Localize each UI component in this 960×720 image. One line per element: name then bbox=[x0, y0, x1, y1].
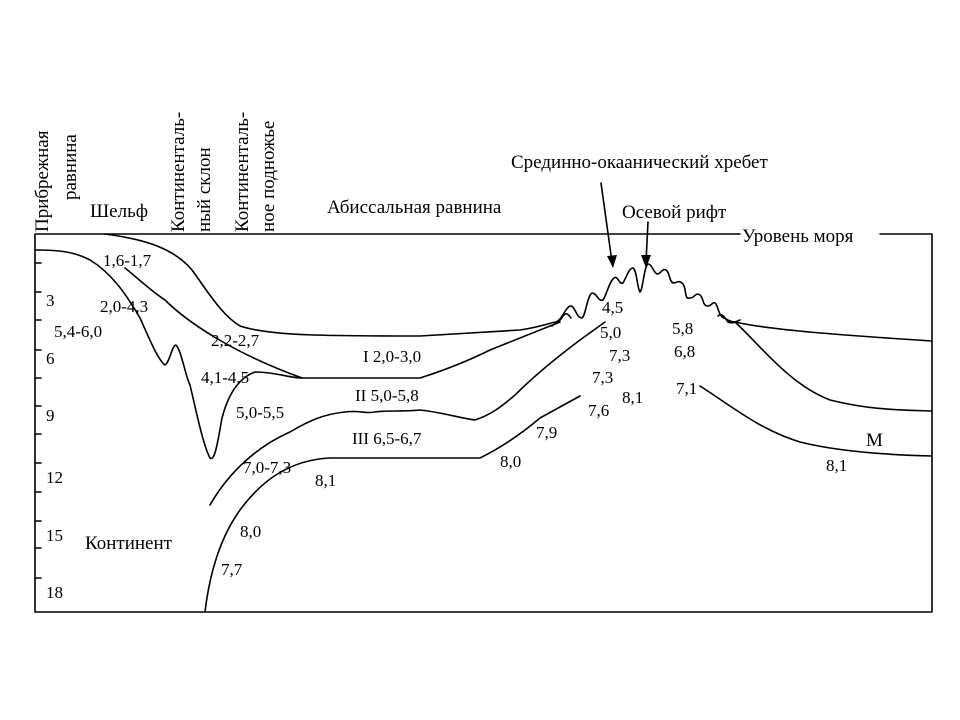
continental-rise-label-line1: Континенталь- bbox=[232, 112, 253, 232]
velocity-label: 1,6-1,7 bbox=[103, 251, 152, 270]
depth-tick-label: 18 bbox=[46, 583, 63, 602]
depth-tick-label: 6 bbox=[46, 349, 55, 368]
section-frame bbox=[34, 233, 933, 613]
velocity-label: 2,2-2,7 bbox=[211, 331, 260, 350]
velocity-label: 2,0-4,3 bbox=[100, 297, 148, 316]
continental-slope-label-line2: ный склон bbox=[194, 147, 215, 232]
sea-level-label: Уровень моря bbox=[742, 226, 854, 247]
east-layer-boundary-1 bbox=[734, 321, 933, 412]
sea-floor-line bbox=[104, 233, 933, 342]
velocity-label: 7,0-7,3 bbox=[243, 458, 291, 477]
velocity-label: 8,0 bbox=[500, 452, 521, 471]
coastal-plain-label-line1: Прибрежная bbox=[32, 130, 53, 232]
velocity-label: 4,5 bbox=[602, 298, 623, 317]
layer-I-label: I 2,0-3,0 bbox=[363, 347, 421, 366]
layer-I-II-boundary bbox=[124, 267, 303, 379]
velocity-label: 5,8 bbox=[672, 319, 693, 338]
continent-label: Континент bbox=[85, 533, 173, 554]
depth-tick-label: 3 bbox=[46, 291, 55, 310]
layer-II-label: II 5,0-5,8 bbox=[355, 386, 419, 405]
continental-slope-label-line1: Континенталь- bbox=[168, 112, 189, 232]
velocity-label: 5,4-6,0 bbox=[54, 322, 102, 341]
velocity-label: 7,9 bbox=[536, 423, 557, 442]
velocity-label: 4,1-4,5 bbox=[201, 368, 249, 387]
layer-II-III-boundary bbox=[204, 395, 581, 613]
velocity-label: 7,3 bbox=[609, 346, 630, 365]
axial-rift-label: Осевой рифт bbox=[622, 202, 727, 223]
velocity-label: 5,0-5,5 bbox=[236, 403, 284, 422]
velocity-label: 7,7 bbox=[221, 560, 243, 579]
layer-II-top-line bbox=[209, 321, 606, 506]
velocity-label: 7,6 bbox=[588, 401, 609, 420]
depth-tick-label: 9 bbox=[46, 406, 55, 425]
moho-label: M bbox=[866, 430, 883, 451]
depth-ticks bbox=[34, 262, 42, 579]
depth-tick-label: 12 bbox=[46, 468, 63, 487]
velocity-label: 7,3 bbox=[592, 368, 613, 387]
ridge-hummocks-east bbox=[717, 313, 741, 324]
east-layer-boundary-2 bbox=[699, 385, 933, 457]
continental-rise-label-line2: ное подножье bbox=[258, 121, 279, 232]
mid-ocean-ridge-label: Срединно-окаaнический хребет bbox=[511, 152, 768, 173]
depth-axis-labels: 3 6 9 12 15 18 bbox=[46, 291, 63, 602]
velocity-label: 8,1 bbox=[315, 471, 336, 490]
velocity-label: 7,1 bbox=[676, 379, 697, 398]
ridge-arrows bbox=[600, 182, 651, 268]
coastal-plain-label-line2: равнина bbox=[60, 134, 81, 200]
velocity-label: 6,8 bbox=[674, 342, 695, 361]
layer-III-label: III 6,5-6,7 bbox=[352, 429, 422, 448]
velocity-label: 8,1 bbox=[622, 388, 643, 407]
abyssal-plain-label: Абиссальная равнина bbox=[327, 197, 502, 218]
velocity-label: 8,1 bbox=[826, 456, 847, 475]
velocity-label: 8,0 bbox=[240, 522, 261, 541]
velocity-label: 5,0 bbox=[600, 323, 621, 342]
shelf-label: Шельф bbox=[90, 201, 148, 222]
depth-tick-label: 15 bbox=[46, 526, 63, 545]
shelf-base-line bbox=[34, 249, 561, 460]
